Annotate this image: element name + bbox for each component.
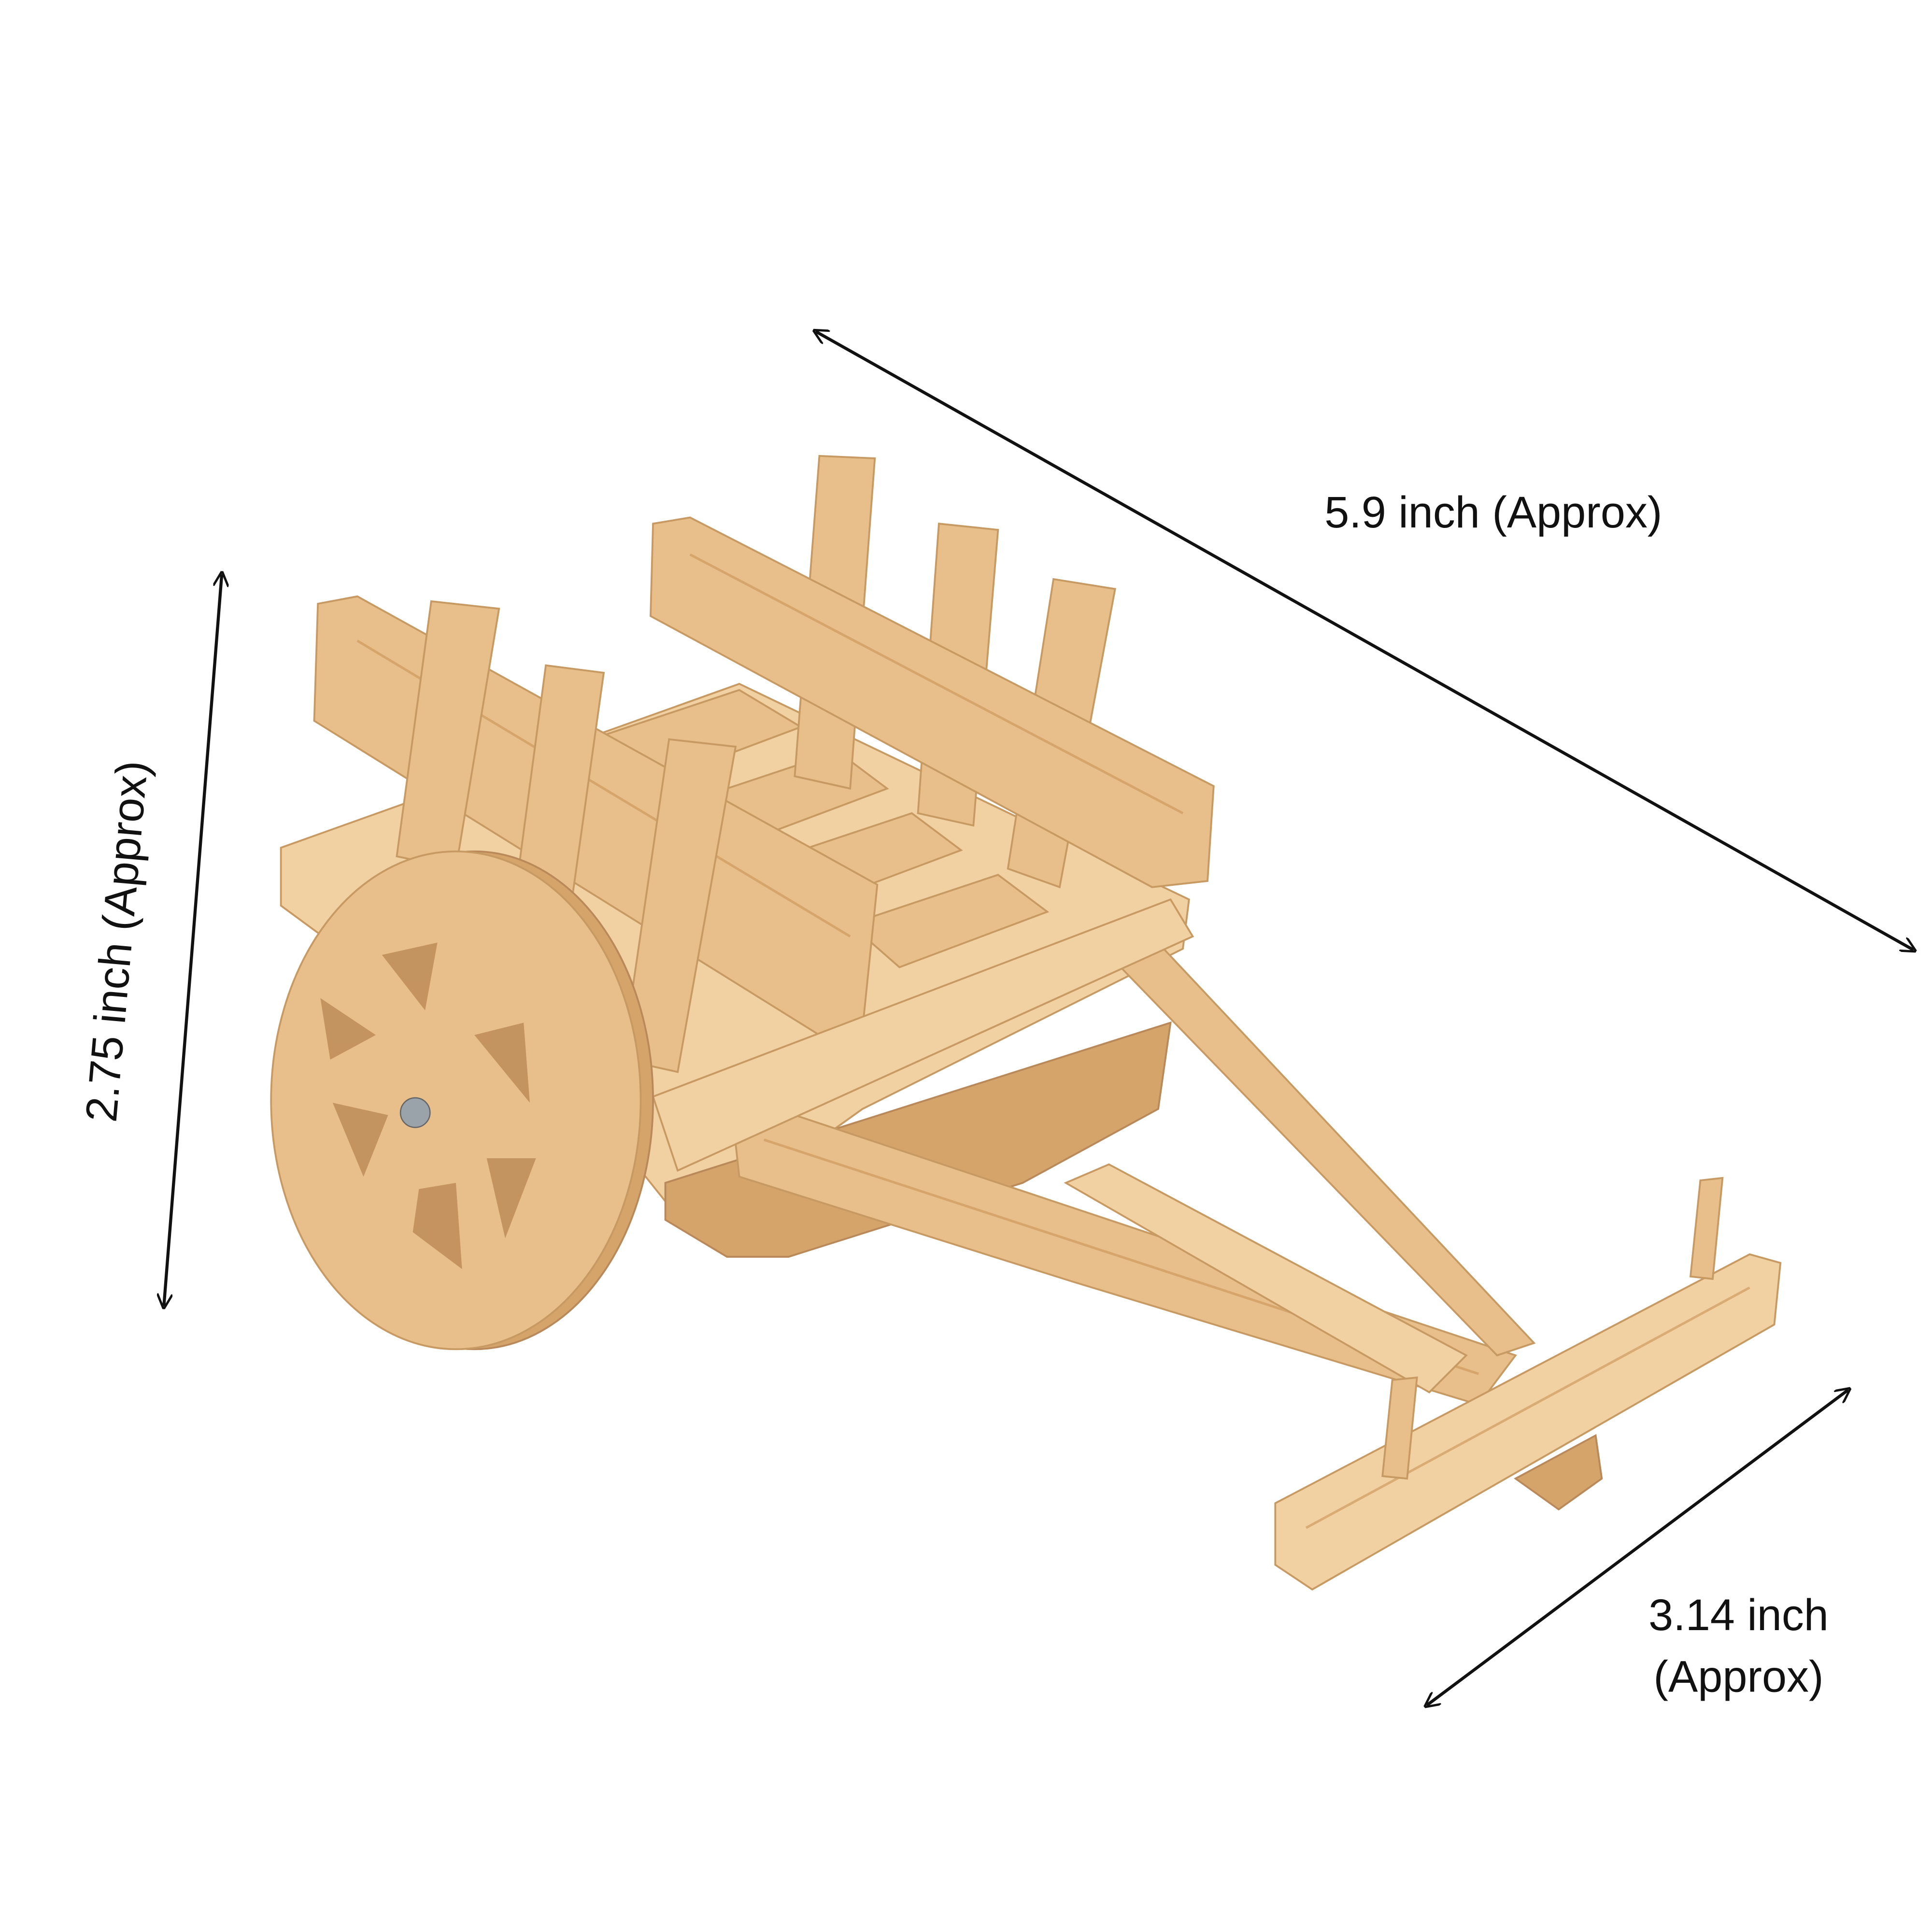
height-arrow (164, 574, 222, 1306)
dimension-width: 3.14 inch (Approx) (1427, 1390, 1848, 1705)
cart (270, 455, 1782, 1591)
dimension-length: 5.9 inch (Approx) (816, 331, 1914, 950)
yoke-pin-left (1381, 1376, 1418, 1480)
wheel (270, 850, 654, 1350)
length-arrow (816, 331, 1914, 950)
yoke-pin-right (1689, 1177, 1724, 1280)
width-arrow (1427, 1390, 1848, 1705)
width-label-line1: 3.14 inch (1648, 1591, 1829, 1640)
wheel-spoke-holes (320, 942, 536, 1269)
axle-bolt-icon (399, 1097, 431, 1128)
width-label-line2: (Approx) (1653, 1652, 1823, 1702)
length-label: 5.9 inch (Approx) (1324, 488, 1662, 537)
height-label: 2.75 inch (Approx) (77, 759, 157, 1124)
cross-beam-2 (1064, 1163, 1468, 1394)
dimension-height: 2.75 inch (Approx) (77, 574, 222, 1306)
